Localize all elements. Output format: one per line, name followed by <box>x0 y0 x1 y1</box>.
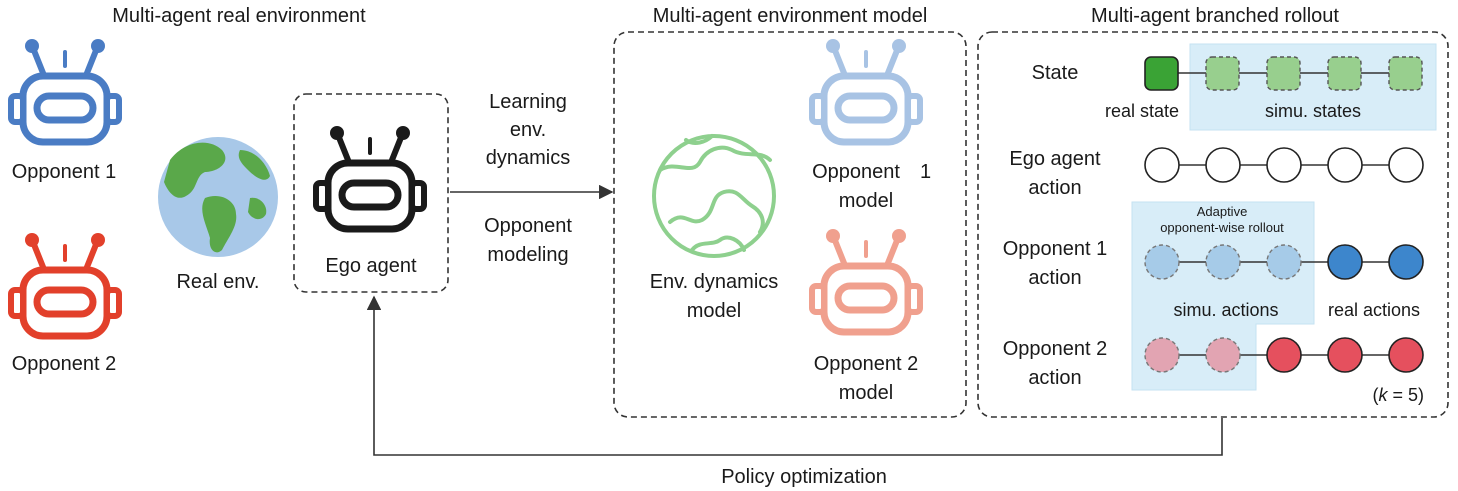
row-label-ego-line1: Ego agent <box>1009 148 1101 170</box>
opponent1-model-line1: Opponent <box>812 161 900 183</box>
simu-state-node <box>1327 56 1362 91</box>
opp1-real-action-node <box>1388 244 1424 280</box>
opp-modeling-line2: modeling <box>487 244 568 266</box>
row-label-state: State <box>1032 62 1079 84</box>
simu-actions-label: simu. actions <box>1173 300 1278 320</box>
globe-outline-icon <box>652 134 776 258</box>
ego-agent-label: Ego agent <box>325 255 417 277</box>
opp2-real-action-node <box>1388 337 1424 373</box>
adaptive-label-line2: opponent-wise rollout <box>1160 220 1284 235</box>
opponent1-label: Opponent 1 <box>12 161 117 183</box>
opp2-simu-action-node <box>1205 337 1241 373</box>
ego-action-node <box>1388 147 1424 183</box>
simu-state-node <box>1388 56 1423 91</box>
row-label-opp2-line1: Opponent 2 <box>1003 338 1108 360</box>
opp2-simu-action-node <box>1144 337 1180 373</box>
opponent1-model-robot-icon <box>812 39 920 142</box>
opp1-simu-action-node <box>1144 244 1180 280</box>
opponent2-model-line2: model <box>839 382 893 404</box>
row-label-ego-line2: action <box>1028 177 1081 199</box>
env-model-title: Multi-agent environment model <box>653 5 928 27</box>
opp2-real-action-node <box>1266 337 1302 373</box>
real-state-label: real state <box>1105 101 1179 121</box>
learning-label-line1: Learning <box>489 91 567 113</box>
real-state-node <box>1144 56 1179 91</box>
learning-label-line3: dynamics <box>486 147 570 169</box>
opponent2-label: Opponent 2 <box>12 353 117 375</box>
ego-action-node <box>1205 147 1241 183</box>
learning-label-line2: env. <box>510 119 546 141</box>
policy-optimization-arrow <box>366 295 1223 456</box>
adaptive-rollout-highlight <box>1131 201 1315 391</box>
opp-modeling-line1: Opponent <box>484 215 572 237</box>
ego-action-node <box>1327 147 1363 183</box>
env-dynamics-line2: model <box>687 300 741 322</box>
simu-state-node <box>1205 56 1240 91</box>
env-dynamics-line1: Env. dynamics <box>650 271 779 293</box>
simu-states-label: simu. states <box>1265 101 1361 121</box>
opponent2-model-line1: Opponent 2 <box>814 353 919 375</box>
ego-action-node <box>1144 147 1180 183</box>
globe-icon <box>158 137 278 257</box>
real-actions-label: real actions <box>1328 300 1420 320</box>
row-label-opp2-line2: action <box>1028 367 1081 389</box>
env-model-box <box>613 31 967 418</box>
row-label-opp1-line2: action <box>1028 267 1081 289</box>
opp1-simu-action-node <box>1266 244 1302 280</box>
rollout-title: Multi-agent branched rollout <box>1091 5 1339 27</box>
simu-state-node <box>1266 56 1301 91</box>
opponent1-robot-icon <box>11 39 119 142</box>
ego-agent-robot-icon <box>316 126 424 229</box>
row-label-opp1-line1: Opponent 1 <box>1003 238 1108 260</box>
opponent2-robot-icon <box>11 233 119 336</box>
opponent2-model-robot-icon <box>812 229 920 332</box>
real-env-title: Multi-agent real environment <box>112 5 366 27</box>
rollout-box <box>977 31 1449 418</box>
adaptive-label-line1: Adaptive <box>1197 204 1248 219</box>
opponent1-model-line3: model <box>839 190 893 212</box>
opp1-real-action-node <box>1327 244 1363 280</box>
k-equals-label: (k = 5) <box>1372 385 1424 405</box>
ego-agent-box <box>293 93 449 293</box>
policy-optimization-label: Policy optimization <box>721 466 887 488</box>
ego-action-node <box>1266 147 1302 183</box>
opp1-simu-action-node <box>1205 244 1241 280</box>
opponent1-model-line2: 1 <box>920 161 931 183</box>
real-env-label: Real env. <box>176 271 259 293</box>
opp2-real-action-node <box>1327 337 1363 373</box>
